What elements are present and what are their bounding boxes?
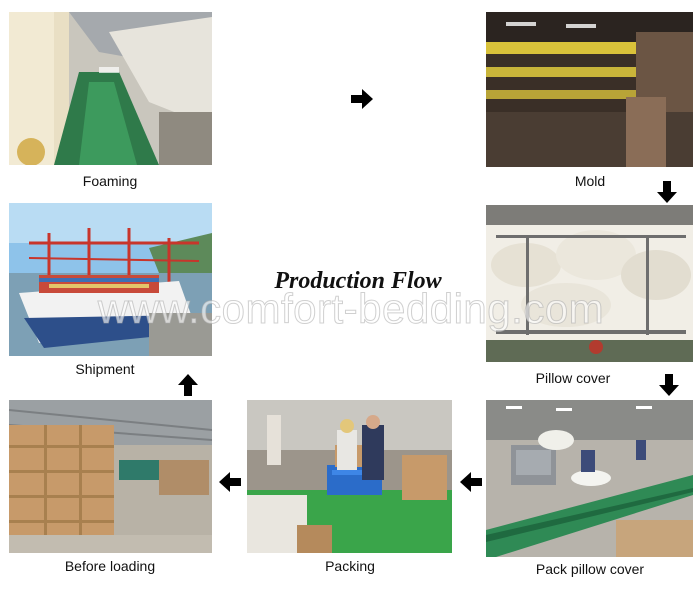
photo-before-loading	[9, 400, 212, 553]
arrow-left-icon	[219, 471, 241, 493]
caption-shipment: Shipment	[75, 361, 135, 377]
caption-mold: Mold	[574, 173, 606, 189]
watermark: www.comfort-bedding.com	[97, 285, 605, 333]
caption-foaming: Foaming	[82, 173, 138, 189]
photo-foaming	[9, 12, 212, 165]
caption-before-loading: Before loading	[64, 558, 156, 574]
arrow-up-icon	[177, 374, 199, 396]
arrow-down-icon	[658, 374, 680, 396]
caption-pack-pillow-cover: Pack pillow cover	[535, 561, 645, 577]
photo-mold	[486, 12, 693, 167]
photo-shipment	[9, 203, 212, 356]
arrow-left-icon	[460, 471, 482, 493]
diagram-title: Production Flow	[274, 268, 442, 294]
photo-pack-pillow-cover	[486, 400, 693, 557]
photo-packing	[247, 400, 452, 553]
photo-pillow-cover	[486, 205, 693, 362]
arrow-down-icon	[656, 181, 678, 203]
caption-packing: Packing	[325, 558, 375, 574]
caption-pillow-cover: Pillow cover	[535, 370, 611, 386]
arrow-right-icon	[351, 88, 373, 110]
